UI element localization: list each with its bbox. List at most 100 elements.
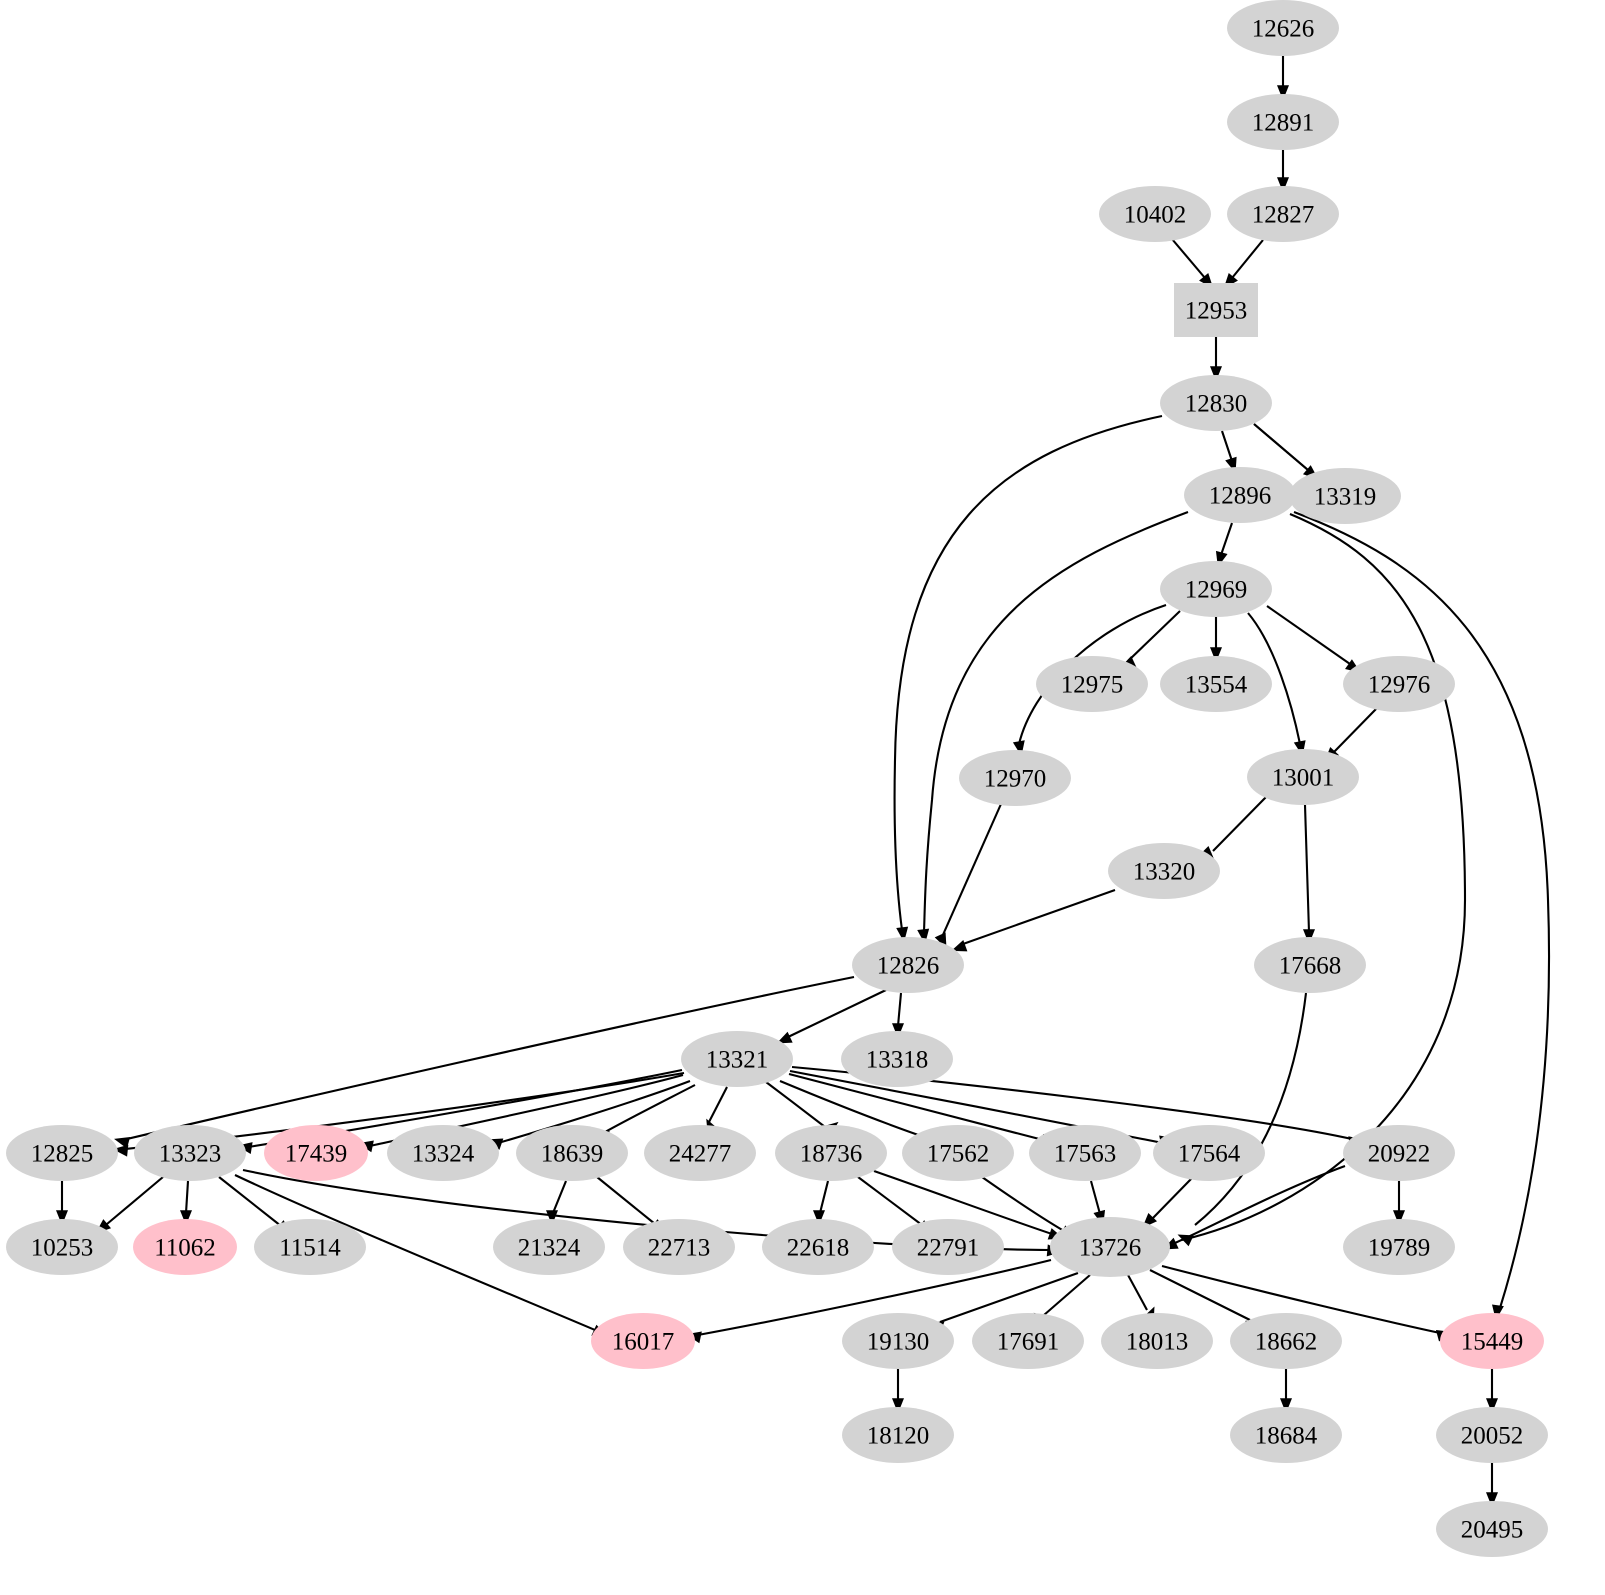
- graph-node[interactable]: 13323: [134, 1125, 246, 1181]
- node-ellipse-shape[interactable]: [1247, 749, 1359, 805]
- node-ellipse-shape[interactable]: [493, 1219, 605, 1275]
- node-ellipse-shape[interactable]: [1160, 561, 1272, 617]
- graph-node[interactable]: 22713: [623, 1219, 735, 1275]
- graph-node[interactable]: 13554: [1160, 656, 1272, 712]
- node-ellipse-shape[interactable]: [623, 1219, 735, 1275]
- graph-node[interactable]: 12976: [1343, 656, 1455, 712]
- node-ellipse-shape[interactable]: [1343, 1125, 1455, 1181]
- graph-node[interactable]: 12891: [1227, 94, 1339, 150]
- graph-node[interactable]: 11062: [133, 1219, 237, 1275]
- node-ellipse-shape[interactable]: [1436, 1501, 1548, 1557]
- graph-node[interactable]: 13726: [1050, 1217, 1170, 1277]
- graph-node[interactable]: 18013: [1101, 1313, 1213, 1369]
- graph-node[interactable]: 17564: [1153, 1125, 1265, 1181]
- node-ellipse-shape[interactable]: [842, 1313, 954, 1369]
- node-ellipse-shape[interactable]: [1108, 843, 1220, 899]
- graph-node[interactable]: 19789: [1343, 1219, 1455, 1275]
- graph-node[interactable]: 13319: [1289, 468, 1401, 524]
- node-ellipse-shape[interactable]: [1184, 467, 1296, 523]
- node-ellipse-shape[interactable]: [264, 1125, 368, 1181]
- graph-node[interactable]: 10402: [1099, 186, 1211, 242]
- node-ellipse-shape[interactable]: [841, 1031, 953, 1087]
- graph-node[interactable]: 17439: [264, 1125, 368, 1181]
- graph-node[interactable]: 18120: [842, 1407, 954, 1463]
- graph-node[interactable]: 12975: [1036, 656, 1148, 712]
- node-ellipse-shape[interactable]: [1289, 468, 1401, 524]
- graph-node[interactable]: 24277: [644, 1125, 756, 1181]
- graph-edge: [697, 1258, 1052, 1337]
- graph-node[interactable]: 13001: [1247, 749, 1359, 805]
- node-ellipse-shape[interactable]: [1227, 186, 1339, 242]
- graph-node[interactable]: 22618: [762, 1219, 874, 1275]
- graph-node[interactable]: 13320: [1108, 843, 1220, 899]
- graph-node[interactable]: 12970: [959, 750, 1071, 806]
- node-ellipse-shape[interactable]: [681, 1031, 793, 1087]
- node-ellipse-shape[interactable]: [1254, 937, 1366, 993]
- node-ellipse-shape[interactable]: [1160, 656, 1272, 712]
- graph-node[interactable]: 12826: [852, 937, 964, 993]
- graph-node[interactable]: 17691: [972, 1313, 1084, 1369]
- node-ellipse-shape[interactable]: [6, 1219, 118, 1275]
- graph-node[interactable]: 12953: [1174, 283, 1258, 337]
- graph-node[interactable]: 12626: [1227, 0, 1339, 56]
- graph-node[interactable]: 17668: [1254, 937, 1366, 993]
- graph-node[interactable]: 12969: [1160, 561, 1272, 617]
- node-box-shape[interactable]: [1174, 283, 1258, 337]
- graph-node[interactable]: 17563: [1029, 1125, 1141, 1181]
- node-ellipse-shape[interactable]: [1160, 375, 1272, 431]
- graph-node[interactable]: 19130: [842, 1313, 954, 1369]
- node-ellipse-shape[interactable]: [1343, 1219, 1455, 1275]
- graph-node[interactable]: 12896: [1184, 467, 1296, 523]
- graph-node[interactable]: 11514: [254, 1219, 366, 1275]
- node-ellipse-shape[interactable]: [1099, 186, 1211, 242]
- graph-node[interactable]: 12825: [6, 1125, 118, 1181]
- node-ellipse-shape[interactable]: [775, 1125, 887, 1181]
- node-ellipse-shape[interactable]: [591, 1313, 695, 1369]
- node-ellipse-shape[interactable]: [902, 1125, 1014, 1181]
- graph-node[interactable]: 15449: [1440, 1313, 1544, 1369]
- graph-node[interactable]: 10253: [6, 1219, 118, 1275]
- node-ellipse-shape[interactable]: [1230, 1407, 1342, 1463]
- node-ellipse-shape[interactable]: [1050, 1217, 1170, 1277]
- graph-edge: [1181, 513, 1467, 1242]
- graph-node[interactable]: 18736: [775, 1125, 887, 1181]
- node-ellipse-shape[interactable]: [644, 1125, 756, 1181]
- graph-node[interactable]: 18684: [1230, 1407, 1342, 1463]
- node-ellipse-shape[interactable]: [133, 1219, 237, 1275]
- graph-node[interactable]: 18639: [516, 1125, 628, 1181]
- node-ellipse-shape[interactable]: [1227, 0, 1339, 56]
- node-ellipse-shape[interactable]: [842, 1407, 954, 1463]
- node-ellipse-shape[interactable]: [516, 1125, 628, 1181]
- graph-node[interactable]: 12830: [1160, 375, 1272, 431]
- graph-node[interactable]: 20922: [1343, 1125, 1455, 1181]
- node-ellipse-shape[interactable]: [254, 1219, 366, 1275]
- node-ellipse-shape[interactable]: [1036, 656, 1148, 712]
- node-ellipse-shape[interactable]: [1343, 656, 1455, 712]
- node-ellipse-shape[interactable]: [972, 1313, 1084, 1369]
- node-ellipse-shape[interactable]: [762, 1219, 874, 1275]
- graph-node[interactable]: 16017: [591, 1313, 695, 1369]
- graph-node[interactable]: 22791: [892, 1219, 1004, 1275]
- graph-node[interactable]: 20052: [1436, 1407, 1548, 1463]
- graph-node[interactable]: 12827: [1227, 186, 1339, 242]
- node-ellipse-shape[interactable]: [1101, 1313, 1213, 1369]
- node-ellipse-shape[interactable]: [852, 937, 964, 993]
- node-ellipse-shape[interactable]: [959, 750, 1071, 806]
- graph-node[interactable]: 20495: [1436, 1501, 1548, 1557]
- node-ellipse-shape[interactable]: [1230, 1313, 1342, 1369]
- node-ellipse-shape[interactable]: [387, 1125, 499, 1181]
- node-ellipse-shape[interactable]: [1440, 1313, 1544, 1369]
- graph-node[interactable]: 13318: [841, 1031, 953, 1087]
- graph-node[interactable]: 21324: [493, 1219, 605, 1275]
- node-ellipse-shape[interactable]: [1436, 1407, 1548, 1463]
- graph-node[interactable]: 18662: [1230, 1313, 1342, 1369]
- node-ellipse-shape[interactable]: [6, 1125, 118, 1181]
- node-ellipse-shape[interactable]: [134, 1125, 246, 1181]
- node-ellipse-shape[interactable]: [1227, 94, 1339, 150]
- graph-node[interactable]: 13324: [387, 1125, 499, 1181]
- graph-node[interactable]: 17562: [902, 1125, 1014, 1181]
- node-ellipse-shape[interactable]: [1153, 1125, 1265, 1181]
- graph-node[interactable]: 13321: [681, 1031, 793, 1087]
- node-ellipse-shape[interactable]: [892, 1219, 1004, 1275]
- node-ellipse-shape[interactable]: [1029, 1125, 1141, 1181]
